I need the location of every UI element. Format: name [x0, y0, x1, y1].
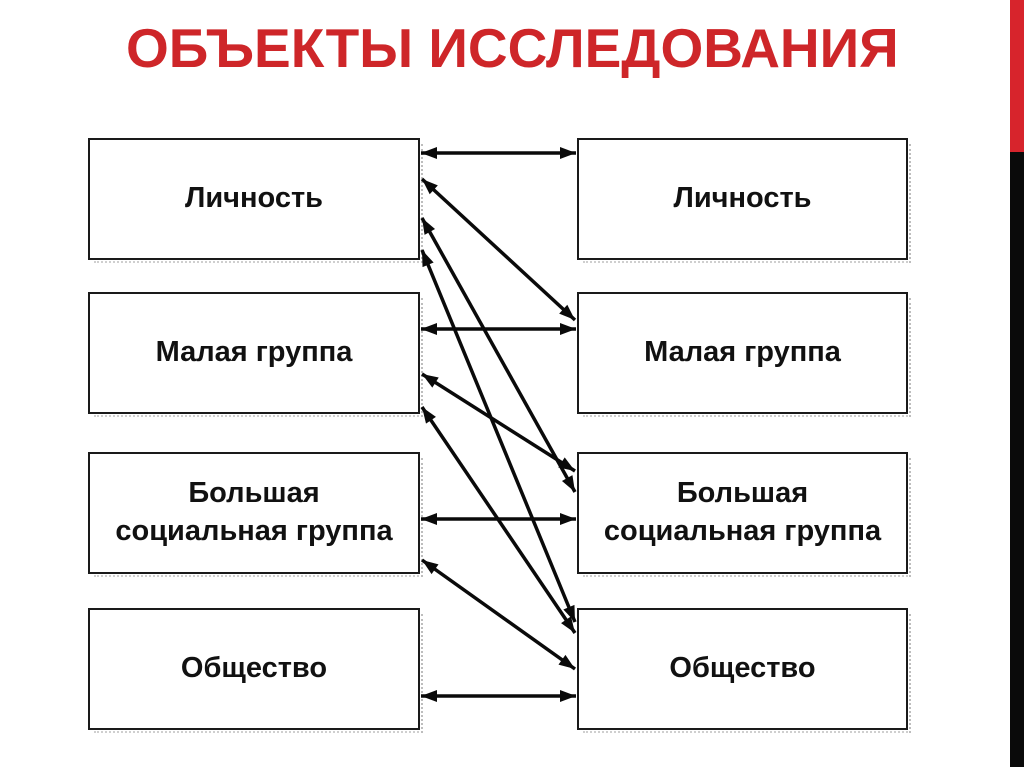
box-left-small-group: Малая группа [88, 292, 423, 417]
arrow-left-personality--right-small-group [420, 177, 577, 322]
arrow-left-personality--right-large-group [420, 217, 577, 493]
arrow-left-small-group--right-large-group [421, 372, 576, 473]
box-right-large-social-group: Большая социальная группа [577, 452, 911, 577]
box-left-society: Общество [88, 608, 423, 733]
box-right-society: Общество [577, 608, 911, 733]
box-right-small-group: Малая группа [577, 292, 911, 417]
arrow-left-small-group--right-society [420, 406, 577, 634]
box-left-personality: Личность [88, 138, 423, 263]
accent-bar-red [1010, 0, 1024, 152]
box-right-personality: Личность [577, 138, 911, 263]
box-left-large-social-group: Большая социальная группа [88, 452, 423, 577]
accent-bar-black [1010, 152, 1024, 767]
slide-title: ОБЪЕКТЫ ИССЛЕДОВАНИЯ [126, 17, 899, 79]
arrow-left-large-group--right-society [420, 558, 577, 671]
arrow-left-personality--right-society [420, 249, 577, 623]
